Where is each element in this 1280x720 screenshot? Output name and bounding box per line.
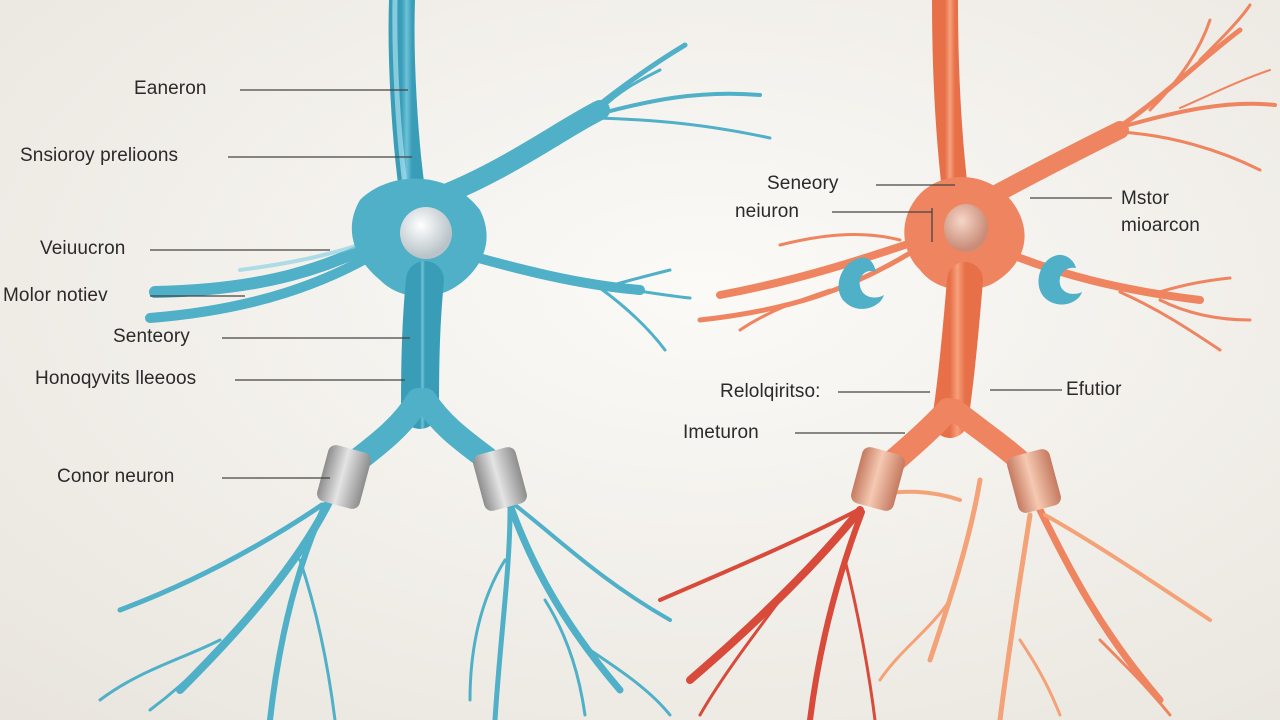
label-mioarcon: mioarcon <box>1121 215 1200 236</box>
label-relolqiritso: Relolqiritso: <box>720 381 821 402</box>
label-imeturon: Imeturon <box>683 422 759 443</box>
label-eaneron: Eaneron <box>134 78 207 99</box>
label-efutior: Efutior <box>1066 379 1122 400</box>
motor-myelin-left <box>851 447 905 511</box>
label-seneory: Seneory <box>767 173 839 194</box>
label-conor-neuron: Conor neuron <box>57 466 175 487</box>
sensory-myelin-right <box>473 447 527 511</box>
label-mstor: Mstor <box>1121 188 1169 209</box>
label-veiuucron: Veiuucron <box>40 238 126 259</box>
label-snsioroy-prelioons: Snsioroy prelioons <box>20 145 179 166</box>
sensory-myelin-left <box>317 445 371 509</box>
motor-myelin-right <box>1007 449 1061 513</box>
label-honoqyvits-lleeoos: Honoqyvits lleeoos <box>35 368 197 389</box>
leader-lines <box>150 89 1112 479</box>
sensory-nucleus <box>400 207 452 259</box>
motor-nucleus <box>944 204 988 252</box>
label-molor-notiev: Molor notiev <box>3 285 108 306</box>
synapse-knob-right <box>1038 254 1082 305</box>
label-neiuron: neiuron <box>735 201 800 222</box>
synapse-knob-left <box>838 257 884 309</box>
label-senteory: Senteory <box>113 326 190 347</box>
